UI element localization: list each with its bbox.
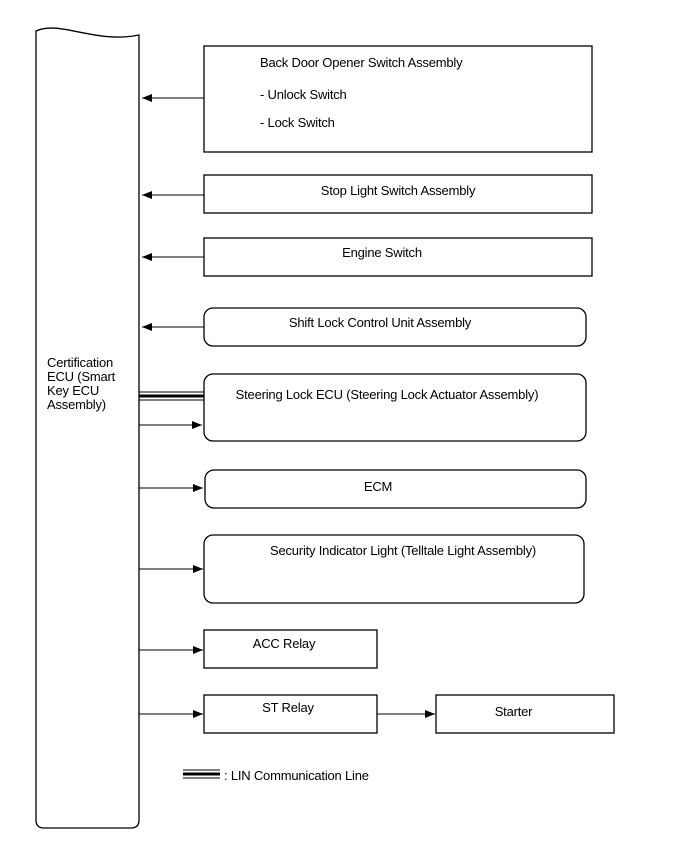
- st-relay-box: [203, 694, 378, 734]
- ecu-label-line: Key ECU: [47, 383, 100, 398]
- shift-lock-control-box: [203, 307, 587, 347]
- security-indicator-label: Security Indicator Light (Telltale Light…: [269, 543, 536, 558]
- back-door-opener-box: [203, 45, 593, 153]
- acc-relay-box: [203, 629, 378, 669]
- ecu-label-line: Certification: [47, 355, 114, 370]
- stop-light-switch-box: [203, 174, 593, 214]
- security-indicator-box: [203, 534, 585, 604]
- certification-ecu-box: [35, 27, 140, 829]
- steering-lock-ecu-label: Steering Lock ECU (Steering Lock Actuato…: [235, 387, 539, 402]
- steering-lock-ecu-box: [203, 373, 587, 442]
- ecm-box: [204, 469, 587, 509]
- stop-light-switch-label: Stop Light Switch Assembly: [320, 183, 476, 198]
- st-relay-label: ST Relay: [262, 700, 314, 715]
- ecu-label-line: Assembly): [47, 397, 106, 412]
- shift-lock-control-label: Shift Lock Control Unit Assembly: [288, 315, 472, 330]
- ecu-label-line: ECU (Smart: [47, 369, 116, 384]
- unlock-switch-item: - Unlock Switch: [260, 87, 347, 102]
- lin-legend-symbol: [183, 769, 220, 779]
- engine-switch-box: [203, 237, 593, 277]
- lin-communication-line: [139, 391, 204, 401]
- starter-label: Starter: [494, 704, 533, 719]
- certification-ecu-label: Certification ECU (Smart Key ECU Assembl…: [47, 356, 137, 412]
- back-door-opener-title: Back Door Opener Switch Assembly: [260, 55, 463, 70]
- engine-switch-label: Engine Switch: [342, 245, 422, 260]
- lin-legend-label: : LIN Communication Line: [224, 768, 369, 783]
- ecm-label: ECM: [363, 479, 393, 494]
- starter-box: [435, 694, 615, 734]
- lock-switch-item: - Lock Switch: [260, 115, 335, 130]
- acc-relay-label: ACC Relay: [252, 636, 316, 651]
